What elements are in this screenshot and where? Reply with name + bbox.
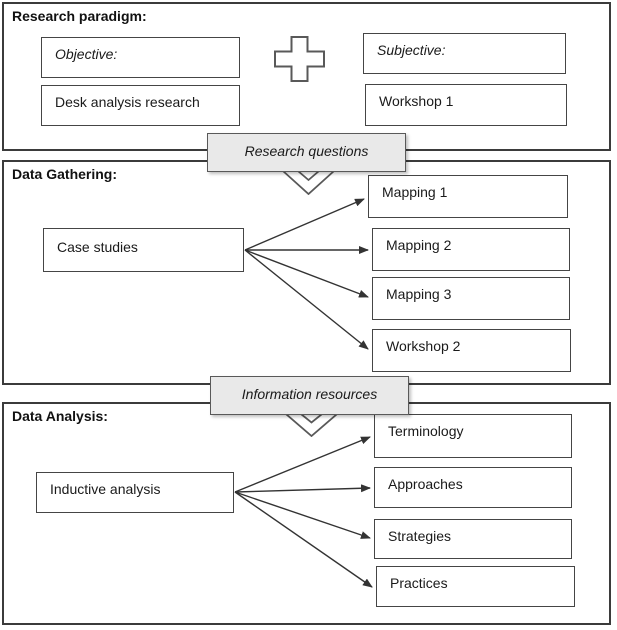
- practices-box: Practices: [376, 566, 575, 607]
- research-questions-connector: Research questions: [207, 133, 406, 172]
- inductive-analysis-box: Inductive analysis: [36, 472, 234, 513]
- terminology-box: Terminology: [374, 414, 572, 458]
- case-studies-fan-arrows: [244, 198, 369, 350]
- objective-box: Objective:: [41, 37, 240, 78]
- plus-icon: [274, 36, 325, 82]
- strategies-box: Strategies: [374, 519, 572, 559]
- section-title-data-gathering: Data Gathering:: [12, 166, 118, 182]
- section-title-research-paradigm: Research paradigm:: [12, 8, 147, 24]
- down-arrow-icon: [285, 413, 338, 437]
- case-studies-box: Case studies: [43, 228, 244, 272]
- approaches-box: Approaches: [374, 467, 572, 508]
- workshop-1-box: Workshop 1: [365, 84, 567, 126]
- information-resources-connector: Information resources: [210, 376, 409, 415]
- mapping-1-box: Mapping 1: [368, 175, 568, 218]
- subjective-box: Subjective:: [363, 33, 566, 74]
- mapping-2-box: Mapping 2: [372, 228, 570, 271]
- down-arrow-icon: [282, 170, 335, 195]
- desk-analysis-research-box: Desk analysis research: [41, 85, 240, 126]
- workshop-2-box: Workshop 2: [372, 329, 571, 372]
- section-title-data-analysis: Data Analysis:: [12, 408, 108, 424]
- inductive-analysis-fan-arrows: [234, 436, 373, 588]
- mapping-3-box: Mapping 3: [372, 277, 570, 320]
